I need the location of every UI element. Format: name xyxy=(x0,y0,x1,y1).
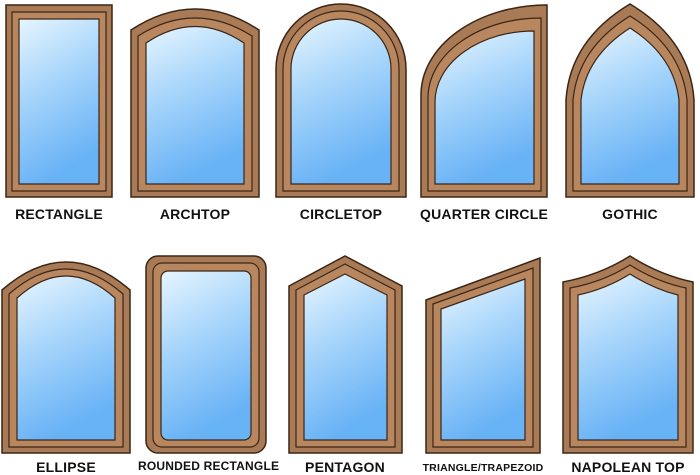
window-ellipse xyxy=(1,261,131,454)
window-rounded-rectangle xyxy=(145,255,267,454)
label-archtop: ARCHTOP xyxy=(159,206,231,222)
window-pentagon xyxy=(288,255,403,454)
window-gothic xyxy=(565,3,695,198)
label-triangle-trapezoid: TRIANGLE/TRAPEZOID xyxy=(422,462,544,474)
window-circletop xyxy=(275,3,407,198)
label-rounded-rectangle: ROUNDED RECTANGLE xyxy=(138,459,280,473)
label-rectangle: RECTANGLE xyxy=(15,206,103,222)
label-napolean-top: NAPOLEAN TOP xyxy=(571,459,685,475)
label-pentagon: PENTAGON xyxy=(305,459,385,475)
label-circletop: CIRCLETOP xyxy=(299,206,383,222)
label-ellipse: ELLIPSE xyxy=(36,459,96,475)
window-napolean-top xyxy=(562,255,694,454)
window-archtop xyxy=(130,8,260,198)
window-triangle-trapezoid xyxy=(425,256,541,454)
window-quarter-circle xyxy=(420,4,548,198)
label-gothic: GOTHIC xyxy=(602,206,658,222)
label-quarter-circle: QUARTER CIRCLE xyxy=(419,206,549,222)
window-rectangle xyxy=(5,4,113,198)
